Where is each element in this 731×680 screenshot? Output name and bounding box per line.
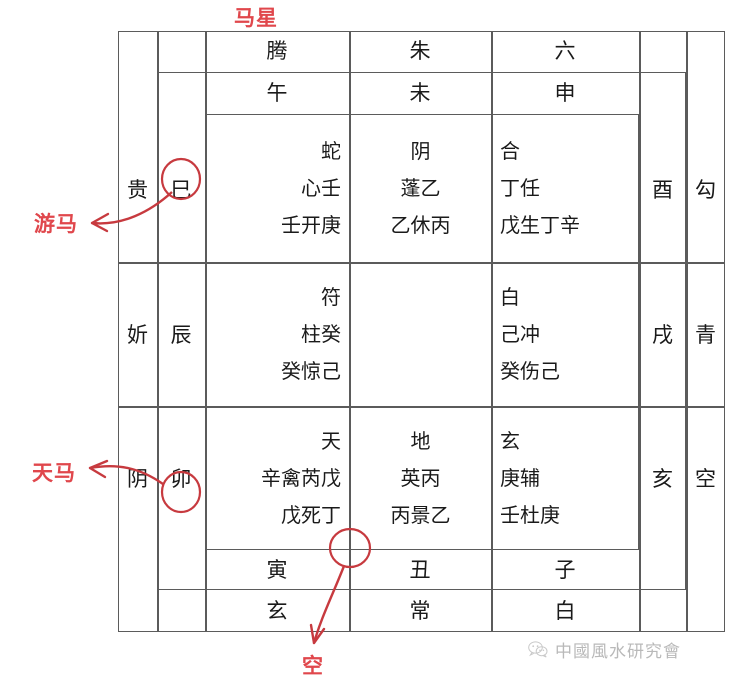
footer-inner-cell-1: 丑 [409, 559, 431, 582]
palace-line-2: 英丙 [400, 467, 441, 490]
footer-outer-cell-0: 玄 [266, 600, 288, 623]
palace-line-1: 阴 [410, 141, 431, 163]
palace-line-3: 乙休丙 [390, 215, 451, 237]
palace-line-2: 己冲 [500, 323, 540, 346]
palace-line-1: 白 [500, 286, 520, 309]
palace-line-1: 玄 [500, 430, 520, 453]
palace-cell-2-1: 地 英丙 丙景乙 [350, 407, 491, 550]
palace-line-3: 丙景乙 [390, 504, 451, 527]
grid-line-vertical [349, 31, 351, 632]
palace-line-2: 柱癸 [301, 323, 341, 346]
palace-cell-1-2: 白 己冲 癸伤己 [492, 263, 639, 406]
right-outer-label-1: 青 [695, 324, 716, 347]
arrow-head-icon [88, 459, 109, 479]
palace-line-3: 戊死丁 [281, 504, 341, 527]
palace-line-2: 庚辅 [500, 467, 540, 490]
palace-line-3: 壬开庚 [281, 215, 341, 237]
header-inner-cell-1: 未 [409, 82, 431, 105]
left-outer-label-1: 妡 [127, 324, 148, 347]
palace-cell-2-0: 天 辛禽芮戊 戊死丁 [205, 407, 349, 550]
annotation-label-you-ma: 游马 [34, 213, 78, 236]
annotation-label-kong: 空 [302, 655, 324, 678]
palace-line-2: 心壬 [301, 178, 341, 200]
palace-line-1: 符 [321, 286, 341, 309]
grid-line-horizontal [118, 406, 725, 408]
watermark: 中國風水研究會 [528, 637, 681, 662]
grid-line-vertical [686, 31, 688, 632]
left-inner-label-2: 卯 [170, 468, 192, 491]
arrow-head-icon [90, 212, 110, 233]
palace-line-1: 天 [321, 430, 341, 453]
palace-line-2: 辛禽芮戊 [261, 467, 341, 490]
wechat-icon [528, 641, 548, 658]
left-outer-label-0: 贵 [127, 178, 148, 202]
left-inner-label-0: 巳 [170, 178, 192, 202]
left-outer-label-2: 阴 [127, 468, 148, 491]
palace-cell-2-2: 玄 庚辅 壬杜庚 [492, 407, 639, 550]
palace-cell-0-0: 蛇 心壬 壬开庚 [205, 116, 349, 262]
palace-line-3: 癸伤己 [500, 360, 560, 383]
annotation-label-tian-ma: 天马 [32, 462, 76, 485]
right-outer-label-0: 勾 [695, 178, 716, 202]
palace-line-2: 丁任 [500, 178, 540, 200]
footer-outer-cell-1: 常 [409, 600, 431, 623]
annotation-label-ma-xing: 马星 [234, 7, 278, 30]
grid-line-vertical [205, 31, 207, 632]
footer-outer-cell-2: 白 [554, 600, 576, 623]
left-inner-label-1: 辰 [170, 324, 192, 347]
grid-line-vertical [491, 31, 493, 632]
header-outer-cell-1: 朱 [409, 40, 431, 63]
header-inner-cell-0: 午 [266, 82, 288, 105]
palace-line-1: 蛇 [321, 141, 341, 163]
header-outer-cell-0: 腾 [266, 40, 288, 63]
header-inner-cell-2: 申 [554, 82, 576, 105]
right-inner-label-2: 亥 [652, 468, 673, 491]
grid-line-vertical [639, 31, 641, 632]
palace-line-2: 蓬乙 [400, 178, 441, 200]
palace-line-3: 戊生丁辛 [500, 215, 580, 237]
right-inner-label-1: 戌 [652, 324, 673, 347]
grid-line-vertical [157, 31, 159, 632]
watermark-text: 中國風水研究會 [555, 642, 681, 661]
footer-inner-cell-2: 子 [554, 559, 576, 582]
palace-line-3: 壬杜庚 [500, 504, 560, 527]
palace-cell-0-2: 合 丁任 戊生丁辛 [492, 116, 639, 262]
right-inner-label-0: 酉 [652, 178, 673, 202]
palace-cell-1-0: 符 柱癸 癸惊己 [205, 263, 349, 406]
palace-line-1: 地 [410, 430, 431, 453]
header-outer-cell-2: 六 [554, 40, 576, 63]
footer-inner-cell-0: 寅 [266, 559, 288, 582]
palace-cell-1-1 [350, 263, 491, 406]
palace-line-3: 癸惊己 [281, 360, 341, 383]
palace-line-1: 合 [500, 141, 520, 163]
right-outer-label-2: 空 [695, 468, 716, 491]
palace-cell-0-1: 阴 蓬乙 乙休丙 [350, 116, 491, 262]
outer-frame [118, 31, 725, 632]
grid-line-horizontal [118, 262, 725, 264]
